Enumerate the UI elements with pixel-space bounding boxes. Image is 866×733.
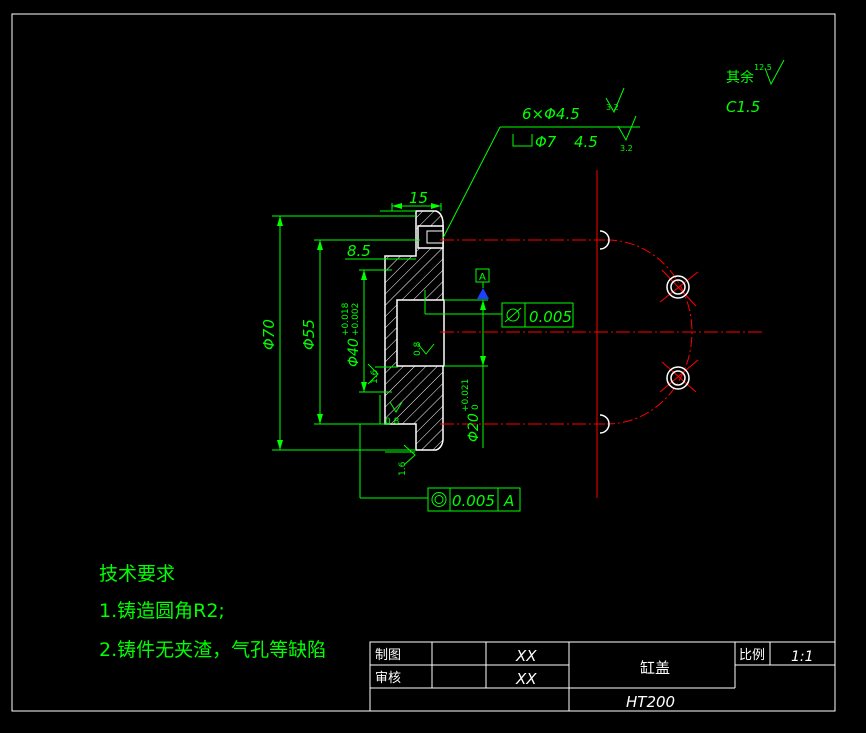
dim-dia-40-upper: +0.018 xyxy=(341,302,351,336)
dimension-lines xyxy=(272,126,640,499)
title-block xyxy=(369,641,836,712)
material: HT200 xyxy=(626,693,675,711)
counterbore-symbol xyxy=(512,134,533,147)
runout-frame xyxy=(427,487,521,512)
dim-dia-70: Φ70 xyxy=(260,319,278,350)
title-block-text: 制图 XX 审核 XX 缸盖 HT200 比例 1:1 xyxy=(375,647,814,711)
drawn-value: XX xyxy=(515,647,537,665)
hole-callout: 6×Φ4.5 xyxy=(522,105,580,123)
hole-callout-roughness: 3.2 xyxy=(606,103,619,112)
surface-rest-value: 12.5 xyxy=(754,63,772,72)
cylindricity-frame xyxy=(501,302,574,328)
bolt-hole xyxy=(426,230,444,244)
roughness-face-top: 1.6 xyxy=(370,369,380,384)
drawn-label: 制图 xyxy=(375,648,401,663)
scale-value: 1:1 xyxy=(791,649,814,665)
datum-a xyxy=(475,268,490,299)
counterbore-depth: 4.5 xyxy=(574,133,598,151)
cylindricity-value: 0.005 xyxy=(529,308,572,326)
runout-datum: A xyxy=(503,492,514,510)
scale-label: 比例 xyxy=(739,648,765,663)
section-view xyxy=(384,210,445,451)
counterbore-roughness: 3.2 xyxy=(620,144,633,153)
dimension-arrows xyxy=(277,203,486,450)
counterbore-label: Φ7 xyxy=(535,133,557,151)
surface-rest-label: 其余 xyxy=(726,69,754,86)
dim-dia-40: Φ40 xyxy=(346,338,362,367)
top-view-holes xyxy=(599,230,690,434)
checked-label: 审核 xyxy=(375,671,401,686)
runout-value: 0.005 xyxy=(452,492,495,510)
roughness-face-bottom: 0.8 xyxy=(385,417,400,427)
dim-dia-40-lower: +0.002 xyxy=(351,303,361,336)
roughness-face-lower: 1.6 xyxy=(398,461,408,476)
roughness-bore: 0.8 xyxy=(413,341,423,356)
dim-dia-20: Φ20 xyxy=(466,413,482,442)
dim-dia-55: Φ55 xyxy=(300,319,318,350)
chamfer-label: C1.5 xyxy=(726,98,760,116)
datum-a-label: A xyxy=(479,272,486,283)
center-bore xyxy=(396,299,445,367)
dim-width-15: 15 xyxy=(409,189,428,207)
notes-item-1: 1.铸造圆角R2; xyxy=(99,600,225,622)
checked-value: XX xyxy=(515,670,537,688)
top-view xyxy=(440,170,765,498)
dim-width-8-5: 8.5 xyxy=(347,242,371,260)
part-name: 缸盖 xyxy=(640,659,670,677)
dim-dia-20-upper: +0.021 xyxy=(461,379,471,412)
roughness-symbols xyxy=(367,59,785,466)
notes-item-2: 2.铸件无夹渣，气孔等缺陷 xyxy=(99,639,326,661)
top-view-centerlines xyxy=(440,170,765,498)
section-centerlines xyxy=(440,239,605,425)
notes-title: 技术要求 xyxy=(99,563,175,585)
dim-dia-20-lower: 0 xyxy=(471,404,481,410)
labels: 其余 12.5 C1.5 6×Φ4.5 3.2 Φ7 4.5 3.2 15 8.… xyxy=(99,63,772,661)
